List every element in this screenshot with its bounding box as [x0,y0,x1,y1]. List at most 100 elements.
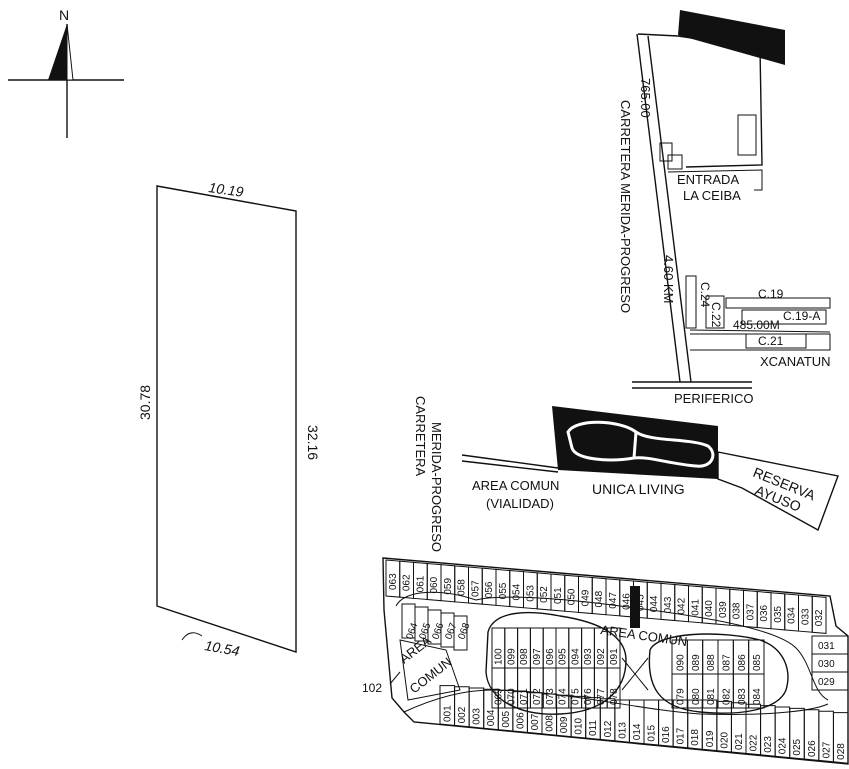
lot-number: 071 [519,688,530,705]
lot-number: 006 [515,712,526,729]
highway-line-east [647,35,692,383]
access-road-north [461,454,559,469]
lot-bottom-dimension: 10.54 [203,637,240,659]
lot-number: 014 [632,723,643,740]
lot-outline [156,185,297,653]
lot-number: 031 [818,641,835,652]
lot-top-dimension: 10.19 [208,179,245,200]
xcanatun-label: XCANATUN [760,354,831,369]
lot-number: 023 [763,736,774,753]
lot-number: 069 [494,688,505,705]
lot-number: 088 [706,654,717,671]
entrance-label-line1: ENTRADA [677,172,739,187]
lot-number: 045 [635,594,646,611]
lot-number: 018 [690,729,701,746]
street-c24-label: C.24 [698,282,712,308]
lot-number: 015 [646,724,657,741]
lot-number: 059 [443,578,454,595]
lot-number: 074 [558,688,569,705]
entrance-label-line2: LA CEIBA [683,188,741,203]
lot-number: 027 [821,741,832,758]
callout-102-leader [389,671,401,685]
lot-number: 052 [539,586,550,603]
lot-number: 036 [759,604,770,621]
lot-number: 075 [570,688,581,705]
distance-m-label: 485.00M [733,318,780,332]
lot-number: 073 [545,688,556,705]
lot-number: 100 [494,648,505,665]
common-area-label-line1: AREA COMUN [472,478,559,493]
lot-number: 012 [603,720,614,737]
lot-parcel [811,595,827,634]
lot-number: 057 [470,580,481,597]
lot-number: 044 [649,595,660,612]
lot-number: 054 [512,583,523,600]
lot-number: 081 [706,688,717,705]
lot-number: 030 [818,659,835,670]
lot-number: 013 [617,722,628,739]
lot-number: 017 [676,727,687,744]
reserva-ayuso-site [717,451,839,532]
small-building [737,114,757,156]
lot-number: 046 [622,593,633,610]
lot-number: 021 [734,733,745,750]
lot-number: 091 [609,648,620,665]
lot-number: 002 [457,706,468,723]
internal-road-link [632,431,638,459]
lot-number: 038 [732,602,743,619]
lot-number: 055 [498,582,509,599]
highway-label-line2: MERIDA-PROGRESO [429,422,444,552]
lot-number: 040 [704,600,715,617]
lot-number: 047 [608,592,619,609]
street-c19a-label: C.19-A [783,309,820,323]
callout-102-label: 102 [362,681,382,695]
lot-number: 068 [456,621,472,641]
lot-number: 025 [792,738,803,755]
lot-number: 058 [457,579,468,596]
street-c19-block [725,297,831,309]
common-area-center-label: AREA COMUN [600,622,689,649]
lot-number: 087 [722,654,733,671]
lot-number: 084 [752,688,763,705]
lot-number: 092 [596,648,607,665]
street-c19-label: C.19 [758,287,784,301]
arc-symbol-icon [181,632,203,641]
lot-number: 097 [532,648,543,665]
lot-number: 094 [570,648,581,665]
common-area-label-line2: (VIALIDAD) [486,496,554,511]
lot-number: 083 [737,688,748,705]
lot-plan-boundary [382,557,849,765]
distance-km-label: 4.60 KM [661,255,676,303]
east-island [648,633,789,714]
west-common-area-line2: COMUN [407,654,455,696]
lot-survey: 10.19 30.78 32.16 10.54 [137,179,321,659]
north-arrow-outline [66,23,74,81]
lot-number: 022 [748,734,759,751]
lot-number: 078 [609,688,620,705]
location-map: ENTRADA LA CEIBA 765.00 CARRETERA MERIDA… [618,10,831,406]
lot-number: 005 [501,710,512,727]
west-common-area [399,639,461,701]
lot-number: 032 [814,609,825,626]
street-c21-label: C.21 [758,334,784,348]
highway-label-line1: CARRETERA [413,396,428,477]
lot-left-dimension: 30.78 [137,385,153,420]
internal-road-loop [566,420,715,468]
lot-number: 096 [545,648,556,665]
entrance-road [667,169,763,191]
dark-landmark-block [678,10,785,65]
lot-number: 019 [705,730,716,747]
lot-number: 009 [559,716,570,733]
lot-number: 048 [594,590,605,607]
lot-number: 050 [567,588,578,605]
development-map: CARRETERA MERIDA-PROGRESO RESERVA AYUSO … [413,396,839,552]
dark-lot-marker [630,586,640,628]
small-building [667,154,683,170]
lot-number: 056 [484,581,495,598]
lot-number: 090 [676,654,687,671]
lot-number: 043 [663,596,674,613]
street-c22-block [705,295,725,329]
